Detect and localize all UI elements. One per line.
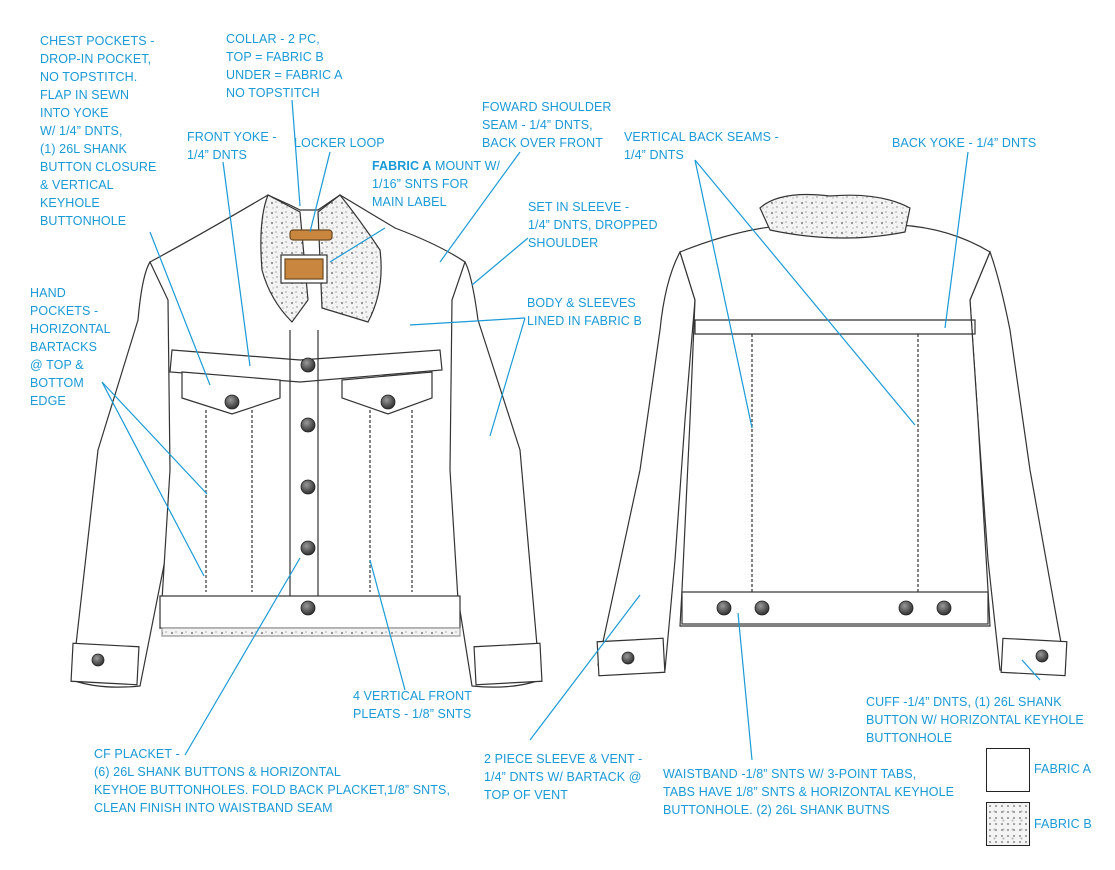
- main-label: [284, 258, 324, 280]
- callout-vertical-back-seams: VERTICAL BACK SEAMS - 1/4” DNTS: [624, 130, 779, 162]
- front-right-cuff: [473, 642, 543, 686]
- back-button: [1035, 649, 1049, 663]
- callout-sleeve-vent: 2 PIECE SLEEVE & VENT - 1/4” DNTS W/ BAR…: [484, 752, 643, 802]
- front-button: [300, 417, 316, 433]
- callout-back-yoke: BACK YOKE - 1/4” DNTS: [892, 136, 1037, 150]
- front-left-cuff: [70, 642, 140, 686]
- front-yoke: [169, 349, 443, 383]
- front-button: [300, 357, 316, 373]
- callout-hand-pockets: HAND POCKETS - HORIZONTAL BARTACKS @ TOP…: [30, 286, 111, 408]
- front-button: [224, 394, 240, 410]
- callout-front-yoke: FRONT YOKE - 1/4” DNTS: [187, 130, 277, 162]
- callout-locker-loop: LOCKER LOOP: [294, 136, 385, 150]
- callout-chest-pockets: CHEST POCKETS - DROP-IN POCKET, NO TOPST…: [40, 34, 157, 228]
- back-button: [621, 651, 635, 665]
- legend-label-fabric-a: FABRIC A: [1034, 762, 1092, 776]
- leader-lines: [101, 99, 1041, 761]
- front-button: [300, 540, 316, 556]
- callout-fabric-a-mount-bold: FABRIC A: [372, 159, 432, 173]
- front-button: [380, 394, 396, 410]
- callout-fabric-a-mount-text: MOUNT W/ 1/16” SNTS FOR MAIN LABEL: [372, 159, 501, 209]
- back-button: [716, 600, 732, 616]
- back-yoke: [694, 319, 976, 335]
- callout-cf-placket: CF PLACKET - (6) 26L SHANK BUTTONS & HOR…: [94, 747, 451, 815]
- front-buttons: [91, 357, 396, 667]
- locker-loop: [289, 229, 333, 241]
- back-button: [754, 600, 770, 616]
- front-right-pocket-flap: [341, 371, 433, 415]
- back-body: [679, 224, 991, 627]
- front-jacket: [70, 194, 543, 688]
- back-collar: [759, 193, 911, 239]
- front-body: [149, 194, 466, 629]
- callout-vertical-front-pleats: 4 VERTICAL FRONT PLEATS - 1/8” SNTS: [353, 689, 472, 721]
- callout-fabric-a-mount: FABRIC A MOUNT W/ 1/16” SNTS FOR MAIN LA…: [372, 157, 500, 211]
- callout-cuff: CUFF -1/4” DNTS, (1) 26L SHANK BUTTON W/…: [866, 695, 1084, 745]
- back-jacket: [596, 193, 1068, 677]
- legend-label-fabric-b: FABRIC B: [1034, 817, 1092, 831]
- callout-body-sleeves: BODY & SLEEVES LINED IN FABRIC B: [527, 296, 642, 328]
- callout-forward-shoulder: FOWARD SHOULDER SEAM - 1/4” DNTS, BACK O…: [482, 100, 612, 150]
- front-button: [91, 653, 105, 667]
- back-button: [936, 600, 952, 616]
- back-right-cuff: [1000, 637, 1068, 677]
- front-button: [300, 600, 316, 616]
- callout-set-in-sleeve: SET IN SLEEVE - 1/4” DNTS, DROPPED SHOUL…: [528, 200, 658, 250]
- back-buttons: [621, 600, 1049, 665]
- legend-swatch-fabric-a: [986, 748, 1030, 792]
- front-left-pocket-flap: [181, 371, 281, 415]
- callout-collar: COLLAR - 2 PC, TOP = FABRIC B UNDER = FA…: [226, 32, 343, 100]
- front-button: [300, 479, 316, 495]
- back-button: [898, 600, 914, 616]
- legend-swatch-fabric-b: [986, 802, 1030, 846]
- callout-waistband: WAISTBAND -1/8” SNTS W/ 3-POINT TABS, TA…: [663, 767, 955, 817]
